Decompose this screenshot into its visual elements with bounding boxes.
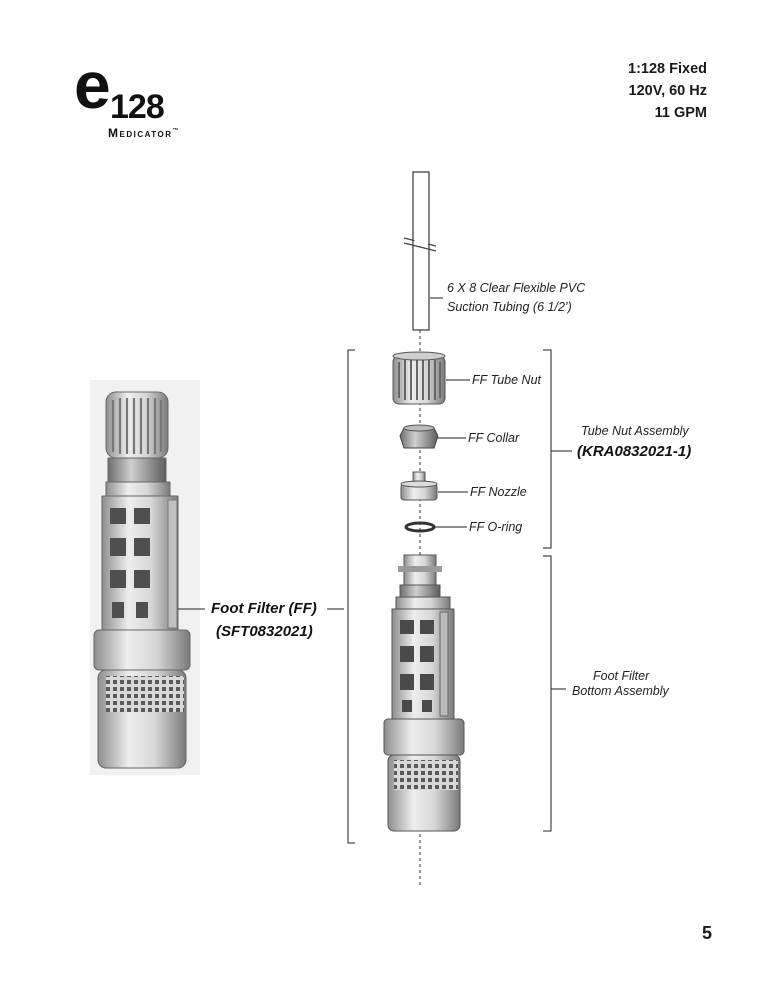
- foot-filter-photo: [90, 380, 200, 775]
- bracket-left: [347, 349, 355, 844]
- bottom-assembly-part: [383, 554, 465, 832]
- label-nozzle: FF Nozzle: [470, 485, 527, 499]
- bracket-tube-nut-assembly: [543, 349, 552, 549]
- label-bottom-line1: Foot Filter: [593, 669, 650, 683]
- label-tube-nut-assembly: Tube Nut Assembly: [581, 424, 689, 438]
- collar-part: [399, 424, 439, 449]
- logo-name-text: Medicator: [108, 126, 173, 140]
- label-tube-nut: FF Tube Nut: [472, 373, 542, 387]
- spec-ratio: 1:128 Fixed: [628, 61, 707, 77]
- label-collar: FF Collar: [468, 431, 520, 445]
- label-foot-filter: Foot Filter (FF): [211, 600, 317, 617]
- label-oring: FF O-ring: [469, 520, 523, 534]
- spec-flow: 11 GPM: [654, 105, 707, 121]
- nozzle-part: [400, 471, 438, 501]
- page-number: 5: [702, 923, 713, 943]
- bracket-bottom-assembly: [543, 555, 552, 832]
- oring-part: [404, 521, 436, 533]
- logo: e 128 Medicator™: [74, 52, 224, 148]
- tube-nut-part: [392, 351, 446, 405]
- logo-name: Medicator™: [108, 126, 180, 140]
- label-tubing-line1: 6 X 8 Clear Flexible PVC: [447, 281, 586, 295]
- label-tubing-line2: Suction Tubing (6 1/2’): [447, 300, 572, 314]
- logo-number: 128: [110, 88, 165, 126]
- label-bottom-line2: Bottom Assembly: [572, 684, 669, 698]
- logo-tm: ™: [172, 128, 181, 134]
- label-foot-filter-pn: (SFT0832021): [216, 623, 313, 640]
- label-tube-nut-assembly-pn: (KRA0832021-1): [577, 443, 692, 460]
- suction-tubing: [403, 171, 437, 331]
- logo-letter: e: [74, 48, 111, 122]
- spec-block: 1:128 Fixed 120V, 60 Hz 11 GPM: [628, 58, 707, 124]
- spec-voltage: 120V, 60 Hz: [628, 83, 707, 99]
